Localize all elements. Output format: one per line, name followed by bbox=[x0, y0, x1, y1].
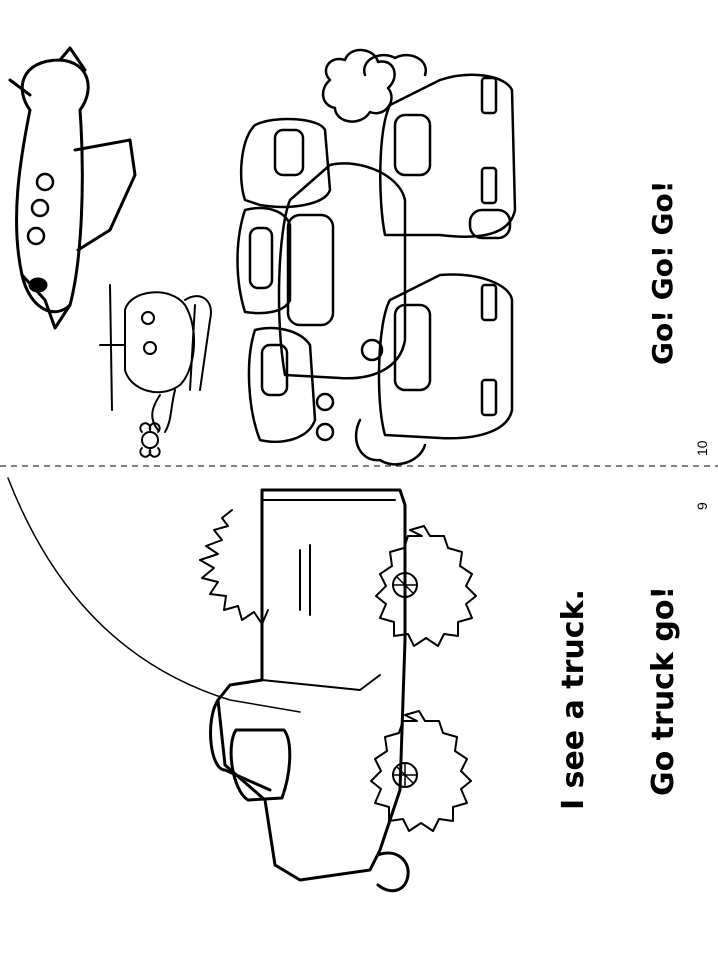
airplane-window bbox=[26, 226, 46, 246]
car bbox=[236, 206, 292, 315]
car-headlight bbox=[480, 378, 498, 417]
car bbox=[247, 326, 317, 444]
rear-wheel bbox=[375, 525, 477, 647]
car-bumper bbox=[468, 208, 512, 240]
car-window bbox=[286, 213, 335, 327]
car bbox=[239, 117, 332, 209]
page-number-right: 10 bbox=[694, 440, 710, 456]
car-headlight bbox=[480, 166, 498, 205]
truck-bed-rail bbox=[261, 499, 396, 691]
car-wheel bbox=[315, 422, 335, 442]
car-headlight bbox=[480, 283, 498, 322]
road-curve bbox=[7, 477, 301, 713]
helicopter-body bbox=[124, 291, 196, 394]
bush-icon bbox=[363, 53, 427, 77]
helicopter-tail bbox=[151, 389, 176, 433]
car-wheel bbox=[315, 392, 335, 412]
truck-body bbox=[216, 488, 407, 882]
front-wheel bbox=[370, 710, 472, 832]
truck-window bbox=[229, 728, 292, 802]
airplane-tail bbox=[8, 46, 87, 97]
car bbox=[277, 162, 407, 380]
helicopter-eye bbox=[141, 311, 155, 325]
page-number-left: 9 bbox=[694, 502, 710, 510]
helicopter-illustration bbox=[99, 284, 212, 458]
airplane-wing bbox=[73, 138, 137, 252]
flower-icon bbox=[139, 422, 161, 458]
airplane-window bbox=[35, 172, 55, 192]
traffic-jam-illustration bbox=[236, 48, 517, 466]
airplane-window bbox=[30, 198, 50, 218]
airplane-nose-icon bbox=[28, 277, 48, 293]
bush-icon bbox=[354, 418, 427, 466]
truck-cab bbox=[209, 698, 272, 792]
helicopter-eye bbox=[143, 341, 157, 355]
car-window bbox=[260, 343, 289, 397]
helicopter-skid bbox=[184, 295, 212, 391]
car-window bbox=[273, 128, 305, 177]
car-window bbox=[393, 113, 432, 177]
car-headlight bbox=[480, 76, 498, 115]
front-hubcap-spokes bbox=[392, 762, 418, 788]
car-wheel bbox=[360, 338, 384, 362]
story-line-2: Go truck go! bbox=[646, 585, 681, 796]
truck-illustration bbox=[7, 477, 477, 893]
airplane-illustration bbox=[8, 46, 137, 330]
rear-hubcap-spokes bbox=[392, 572, 418, 598]
bush-icon bbox=[199, 509, 269, 625]
story-line-1: I see a truck. bbox=[556, 589, 591, 810]
helicopter-rotor bbox=[99, 284, 126, 411]
car-window bbox=[248, 226, 274, 290]
tree-icon bbox=[321, 48, 396, 123]
car-window bbox=[393, 303, 432, 392]
truck-bumper bbox=[376, 851, 410, 893]
story-line-3: Go! Go! Go! bbox=[646, 180, 679, 365]
